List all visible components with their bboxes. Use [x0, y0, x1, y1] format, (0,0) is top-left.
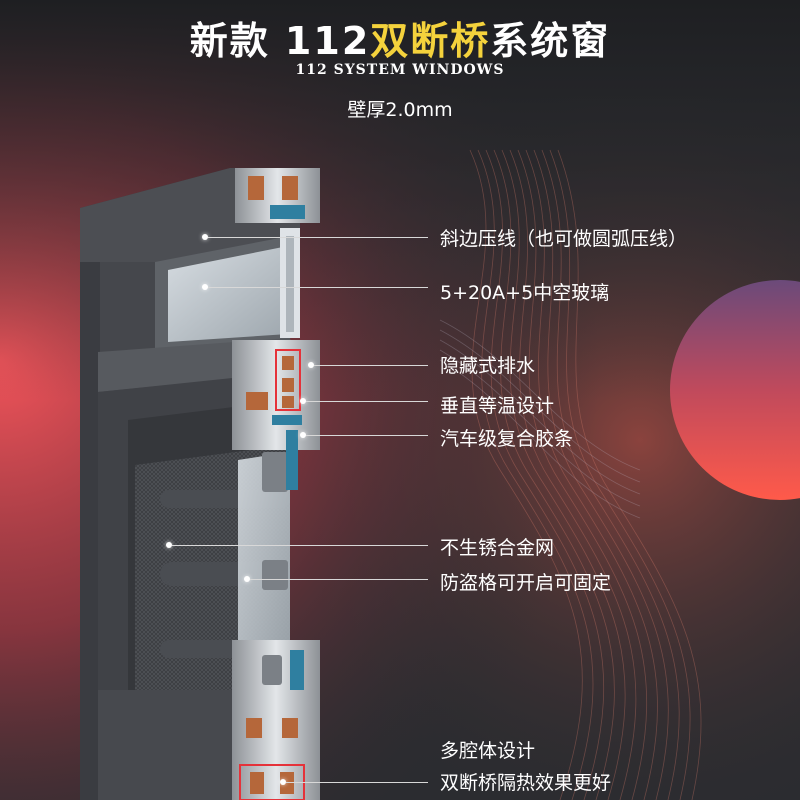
callout-bevel-bead: 斜边压线（也可做圆弧压线）: [440, 228, 688, 250]
callout-dot: [202, 284, 208, 290]
callout-dot: [300, 432, 306, 438]
callout-screen: 不生锈合金网: [440, 537, 555, 559]
title-accent: 双断桥: [370, 19, 491, 63]
callout-dot: [166, 542, 172, 548]
title-suffix: 系统窗: [490, 19, 611, 63]
callout-leader: [250, 579, 428, 580]
callout-leader: [286, 782, 428, 783]
callout-glass: 5+20A+5中空玻璃: [440, 282, 610, 304]
subtitle: 112 SYSTEM WINDOWS: [295, 62, 505, 78]
callout-leader: [314, 365, 428, 366]
callout-leader: [172, 545, 428, 546]
title-prefix: 新款 112: [189, 19, 371, 63]
callout-anti-theft: 防盗格可开启可固定: [440, 572, 612, 594]
wall-thickness: 壁厚2.0mm: [347, 99, 453, 121]
callout-multi-cavity: 多腔体设计: [440, 740, 536, 762]
callout-dot: [300, 398, 306, 404]
callout-leader: [208, 287, 428, 288]
callout-hidden-drain: 隐藏式排水: [440, 355, 536, 377]
callout-gasket: 汽车级复合胶条: [440, 428, 574, 450]
page-title: 新款 112双断桥系统窗: [0, 10, 800, 65]
callout-dot: [244, 576, 250, 582]
callout-leader: [306, 435, 428, 436]
callout-leader: [208, 237, 428, 238]
callout-dot: [308, 362, 314, 368]
callout-dot: [202, 234, 208, 240]
callout-thermal-break: 双断桥隔热效果更好: [440, 772, 612, 794]
callout-isotherm: 垂直等温设计: [440, 395, 555, 417]
callout-leader: [306, 401, 428, 402]
callout-dot: [280, 779, 286, 785]
